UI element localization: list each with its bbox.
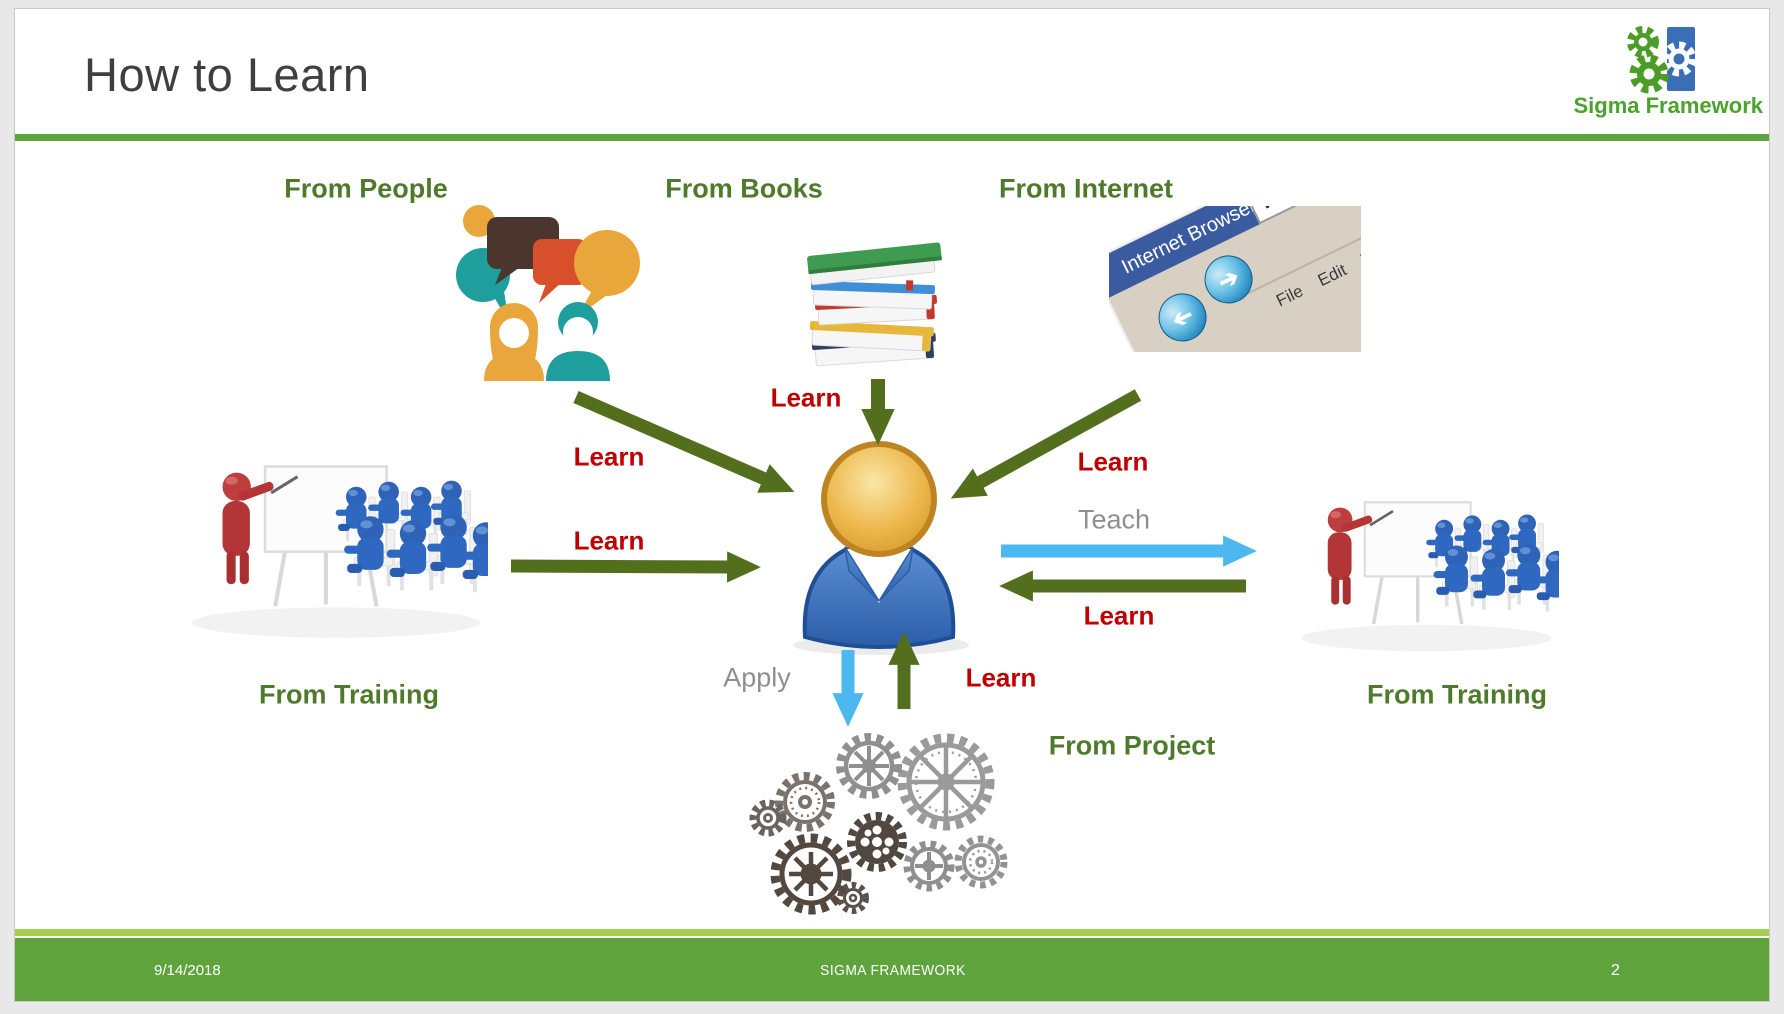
speech-bubble-icon [533, 239, 587, 303]
label-apply: Apply [723, 662, 791, 693]
arrow-learn-from-people [573, 391, 795, 493]
green-gear-small-icon [1627, 26, 1659, 58]
gears-project-image [749, 733, 1008, 915]
label-from-training-left: From Training [258, 679, 440, 710]
footer-date: 9/14/2018 [154, 962, 221, 979]
gear-icon [897, 733, 995, 831]
bookmark [905, 280, 914, 291]
label-from-internet: From Internet [998, 173, 1174, 204]
slide: How to Learn Sigma Framework From People… [14, 8, 1770, 1002]
arrow-learn-from-internet [950, 389, 1142, 499]
person-collar [845, 549, 913, 603]
label-learn-project: Learn [965, 662, 1037, 693]
label-learn-training-left: Learn [573, 525, 645, 556]
label-learn-internet: Learn [1077, 446, 1149, 477]
label-learn-training-right: Learn [1083, 600, 1155, 631]
gear-icon [770, 833, 852, 915]
gear-icon [903, 840, 955, 892]
label-teach: Teach [1077, 504, 1151, 535]
gear-icon [837, 882, 869, 914]
book [809, 320, 934, 352]
label-from-people: From People [284, 173, 448, 204]
label-from-training-right: From Training [1366, 679, 1548, 710]
label-from-project: From Project [1048, 730, 1216, 761]
man-avatar [546, 302, 610, 381]
sigma-framework-logo-icon [1627, 26, 1697, 94]
books-stack-image [807, 242, 942, 367]
label-learn-people: Learn [573, 441, 645, 472]
footer-title: SIGMA FRAMEWORK [820, 962, 966, 979]
gear-icon [847, 812, 907, 872]
learner-person-icon [793, 441, 969, 655]
gear-icon [836, 733, 902, 799]
blue-gear-icon [1661, 41, 1697, 77]
woman-avatar [484, 303, 544, 381]
label-from-books: From Books [665, 173, 823, 204]
people-conversation-image [456, 205, 640, 381]
logo-wordmark: Sigma Framework [1573, 93, 1763, 118]
flow-arrows-layer [510, 379, 1257, 727]
gear-icon [775, 772, 835, 832]
page-title: How to Learn [84, 48, 370, 101]
gear-icon [954, 835, 1008, 889]
arrow-learn-from-training-left [510, 551, 761, 583]
title-divider [15, 134, 1769, 141]
footer-accent-stripe [15, 929, 1769, 936]
footer-bar: 9/14/2018 SIGMA FRAMEWORK 2 [15, 938, 1769, 1001]
book [810, 280, 936, 310]
green-gear-large-icon [1629, 54, 1669, 94]
gear-icon [749, 799, 787, 837]
footer-page-number: 2 [1611, 961, 1620, 979]
label-learn-books: Learn [770, 382, 842, 413]
book [807, 242, 942, 286]
